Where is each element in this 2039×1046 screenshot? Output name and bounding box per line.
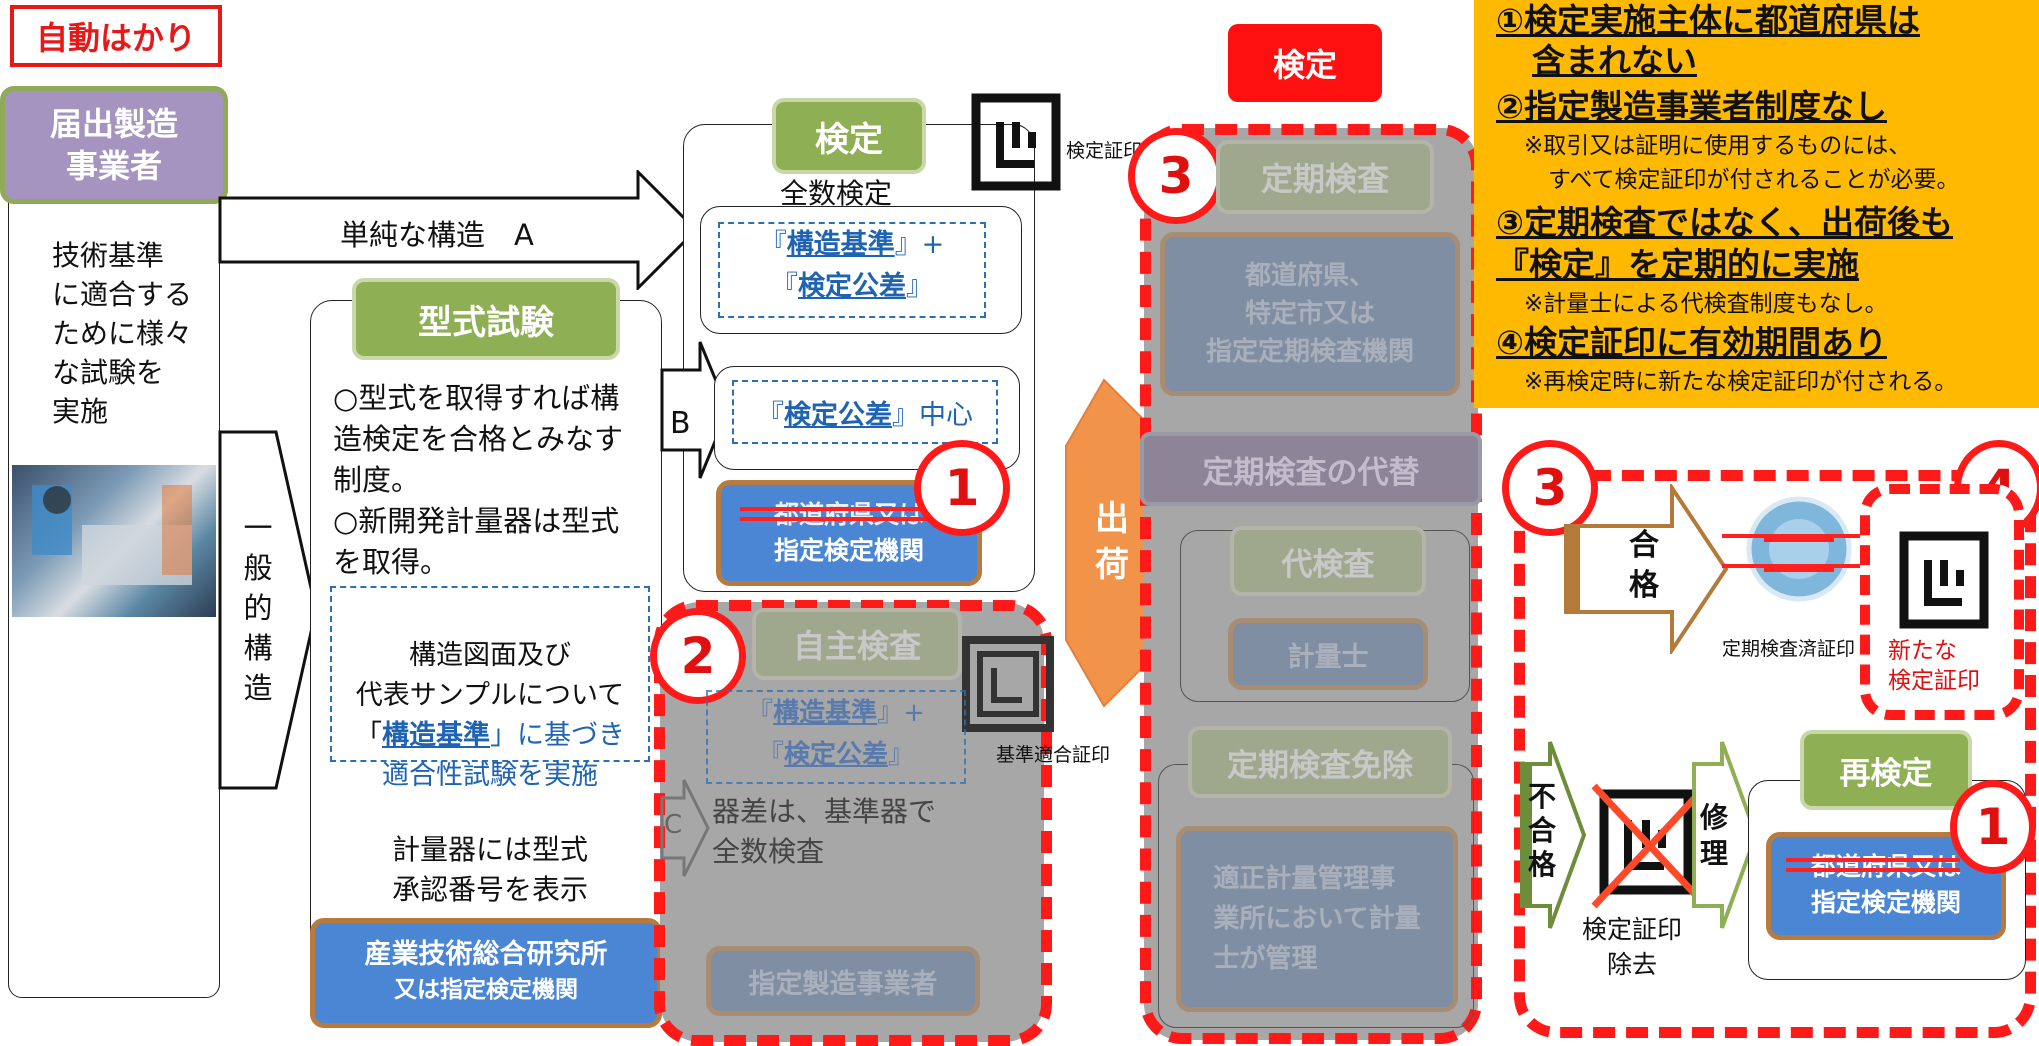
factory-photo-graphic <box>32 485 192 585</box>
exempt-body: 適正計量管理事 業所において計量 士が管理 <box>1176 826 1458 1012</box>
arrow-pass-label: 合 格 <box>1629 528 1659 603</box>
note-4-sub: ※再検定時に新たな検定証印が付される。 <box>1524 369 1958 395</box>
note-3a: ③定期検査ではなく、出荷後も <box>1496 203 1953 242</box>
kentei-std-term2: 検定公差 <box>798 271 906 302</box>
reinspect-org-struck: 都道府県又は <box>1810 852 1961 881</box>
note-2: ②指定製造事業者制度なし <box>1496 87 1887 126</box>
self-check-seal-icon <box>962 636 1054 732</box>
marker-one-kentei: 1 <box>914 440 1010 536</box>
arrow-fail-label: 不 合 格 <box>1527 780 1556 881</box>
self-check-std-term1: 構造基準 <box>773 698 878 728</box>
kentei-org-strike-line1 <box>740 507 940 511</box>
aist-org-sub: 又は指定検定機関 <box>394 977 578 1003</box>
reinspect-org-strike-1 <box>1786 858 1960 862</box>
arrow-b-label: B <box>670 406 691 441</box>
note-2-sub2: すべて検定証印が付されることが必要。 <box>1548 167 1960 193</box>
new-seal-caption: 新たな 検定証印 <box>1888 638 1980 694</box>
kentei-standard-inner: 『構造基準』+ 『検定公差』 <box>718 222 986 318</box>
type-exam-inner-post: 」に基づき 適合性試験を実施 <box>382 720 625 791</box>
auto-scale-label: 自動はかり <box>10 5 222 67</box>
arrow-repair <box>1692 741 1758 929</box>
notes-box <box>1474 0 2039 408</box>
arrow-simple-structure-label: 単純な構造 A <box>340 218 534 252</box>
reinspect-org-strike-2 <box>1786 868 1960 872</box>
removed-seal-caption: 検定証印 除去 <box>1581 915 1682 979</box>
factory-photo <box>12 465 216 617</box>
kentei-tolerance-inner: 『検定公差』中心 <box>732 380 998 444</box>
periodic-title: 定期検査 <box>1216 140 1434 214</box>
maker-description: 技術基準 に適合する ために様々 な試験を 実施 <box>52 239 193 428</box>
inspection-header: 検定 <box>1228 24 1382 102</box>
arrow-simple-structure <box>218 170 698 290</box>
arrow-pass <box>1564 484 1729 654</box>
type-exam-inner-term: 構造基準 <box>382 720 490 751</box>
arrow-general-structure-label: 一 般 的 構 造 <box>243 511 273 705</box>
self-check-standard-inner: 『構造基準』+ 『検定公差』 <box>706 690 966 784</box>
type-exam-description: ○型式を取得すれば構造検定を合格とみなす制度。 ○新開発計量器は型式を取得。 <box>333 381 624 579</box>
removed-seal-icon <box>1591 783 1709 909</box>
kentei-tolerance-box <box>714 366 1020 470</box>
proxy-body: 計量士 <box>1228 618 1428 690</box>
kentei-org-box: 都道府県又は 指定検定機関 <box>716 480 982 586</box>
all-inspection-label: 全数検定 <box>780 177 893 210</box>
kentei-org-struck: 都道府県又は <box>773 500 924 529</box>
reinspect-title: 再検定 <box>1800 730 1972 810</box>
note-1a: ①検定実施主体に都道府県は <box>1496 1 1920 40</box>
designated-maker-box: 指定製造事業者 <box>706 946 980 1016</box>
arrow-c <box>660 779 710 877</box>
self-check-title: 自主検査 <box>752 608 962 680</box>
sticker-strike-1 <box>1722 534 1876 538</box>
reinspect-org-name: 指定検定機関 <box>1810 888 1961 917</box>
sticker-strike-2 <box>1722 564 1876 568</box>
exempt-title: 定期検査免除 <box>1188 726 1452 798</box>
arrow-c-label: C <box>664 810 683 840</box>
kentei-tol-term: 検定公差 <box>784 399 892 431</box>
aist-org-name: 産業技術総合研究所 <box>364 939 608 970</box>
note-3-sub: ※計量士による代検査制度もなし。 <box>1524 291 1888 317</box>
arrow-general-structure <box>218 430 318 790</box>
type-exam-title: 型式試験 <box>352 278 620 360</box>
marker-three-periodic: 3 <box>1128 128 1224 224</box>
periodic-red-border <box>1140 124 1482 1044</box>
note-3b: 『検定』を定期的に実施 <box>1496 245 1859 284</box>
note-1b: 含まれない <box>1532 41 1697 80</box>
maker-label: 届出製造 事業者 <box>0 86 228 204</box>
aist-org-box: 産業技術総合研究所 又は指定検定機関 <box>310 918 662 1028</box>
self-check-standard-line2: 『検定公差』 <box>757 740 915 770</box>
kentei-org-name: 指定検定機関 <box>773 536 924 565</box>
kentei-org-strike-line2 <box>740 517 940 521</box>
self-check-seal-caption: 基準適合証印 <box>996 744 1111 766</box>
periodic-seal-caption: 定期検査済証印 <box>1722 638 1856 660</box>
kentei-tol-suffix: 中心 <box>919 399 973 431</box>
kentei-seal-icon <box>971 93 1061 191</box>
kentei-standard-box <box>700 206 1022 334</box>
type-exam-panel <box>310 300 662 1000</box>
periodic-alt-title: 定期検査の代替 <box>1140 432 1482 506</box>
proxy-title: 代検査 <box>1230 526 1426 596</box>
reinspection-red-border <box>1514 470 2036 1038</box>
kentei-title: 検定 <box>772 98 926 174</box>
arrow-fail <box>1520 741 1586 929</box>
kentei-standard-line2: 『検定公差』 <box>771 271 933 302</box>
periodic-seal-sticker-icon <box>1746 496 1852 602</box>
kentei-standard-line1: 『構造基準』+ <box>759 229 945 260</box>
marker-one-reinspect: 1 <box>1950 780 2036 874</box>
approval-number-note: 計量器には型式 承認番号を表示 <box>391 833 588 906</box>
type-exam-inner-pre: 構造図面及び 代表サンプルについて 「 <box>355 640 625 751</box>
self-check-red-border <box>654 600 1052 1046</box>
new-seal-icon <box>1899 531 1989 629</box>
type-exam-inner-box: 構造図面及び 代表サンプルについて 「構造基準」に基づき 適合性試験を実施 <box>330 586 650 791</box>
kentei-std-term1: 構造基準 <box>786 229 895 260</box>
periodic-org: 都道府県、 特定市又は 指定定期検査機関 <box>1160 232 1460 396</box>
arrow-shipment-label: 出 荷 <box>1095 499 1129 585</box>
marker-three-reinspection: 3 <box>1502 440 1598 536</box>
self-check-std-term2: 検定公差 <box>783 740 888 770</box>
self-check-description: 器差は、基準器で 全数検査 <box>712 795 937 868</box>
note-2-sub1: ※取引又は証明に使用するものには、 <box>1524 133 1912 159</box>
marker-two: 2 <box>650 608 746 704</box>
arrow-repair-label: 修 理 <box>1699 801 1728 870</box>
kentei-seal-caption: 検定証印 <box>1066 140 1143 162</box>
note-4: ④検定証印に有効期間あり <box>1496 323 1887 362</box>
self-check-standard-line1: 『構造基準』+ <box>747 698 925 728</box>
